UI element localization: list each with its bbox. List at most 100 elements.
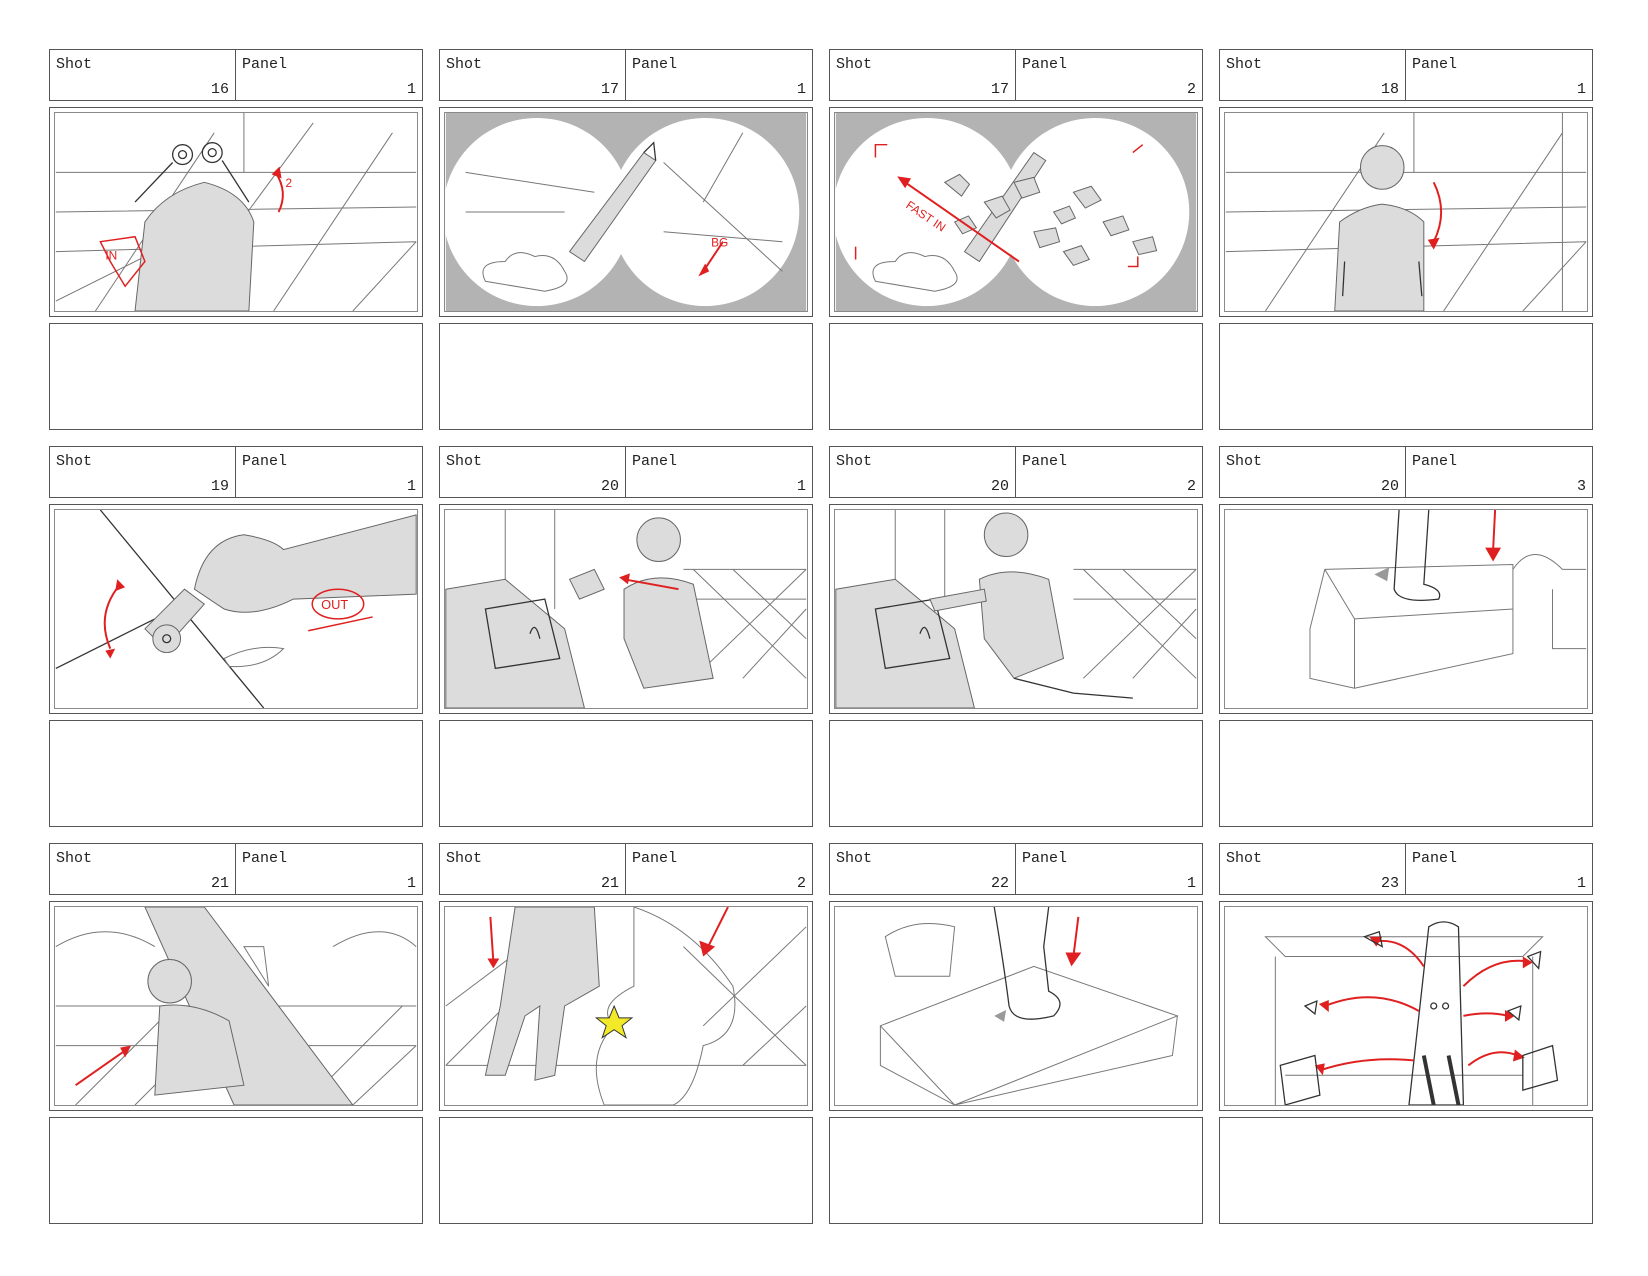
panel-number: 1 <box>796 81 806 98</box>
sketch-binocular-view-birds: FAST IN <box>835 113 1197 311</box>
panel-number: 1 <box>796 478 806 495</box>
notes-box <box>829 1117 1203 1224</box>
shot-label: Shot <box>56 453 93 470</box>
sketch-frame <box>49 901 423 1111</box>
sketch-frame <box>1219 107 1593 317</box>
panel-label: Panel <box>632 56 678 73</box>
shot-label: Shot <box>1226 56 1263 73</box>
panel-label: Panel <box>1022 453 1068 470</box>
sketch-legs-impact <box>445 907 807 1105</box>
sketch-wrench-closeup: OUT <box>55 510 417 708</box>
panel-header: Shot 20 Panel 1 <box>439 446 813 498</box>
panel-header: Shot 22 Panel 1 <box>829 843 1203 895</box>
shot-number: 20 <box>600 478 619 495</box>
notes-box <box>439 323 813 430</box>
panel-header: Shot 21 Panel 2 <box>439 843 813 895</box>
panel-number: 1 <box>406 81 416 98</box>
panel-header: Shot 18 Panel 1 <box>1219 49 1593 101</box>
shot-number: 20 <box>1380 478 1399 495</box>
sketch-frame: OUT <box>49 504 423 714</box>
sketch-frame: BG <box>439 107 813 317</box>
panel-header: Shot 23 Panel 1 <box>1219 843 1593 895</box>
shot-label: Shot <box>446 56 483 73</box>
notes-box <box>829 720 1203 827</box>
panel-header: Shot 21 Panel 1 <box>49 843 423 895</box>
panel-number: 1 <box>1576 875 1586 892</box>
panel-number: 2 <box>1186 81 1196 98</box>
panel-label: Panel <box>242 453 288 470</box>
shot-number: 22 <box>990 875 1009 892</box>
notes-box <box>829 323 1203 430</box>
panel-header: Shot 17 Panel 2 <box>829 49 1203 101</box>
sketch-character-with-console <box>445 510 807 708</box>
sketch-binocular-view-rocket: BG <box>445 113 807 311</box>
shot-label: Shot <box>446 850 483 867</box>
annotation-2: 2 <box>286 176 293 190</box>
shot-number: 23 <box>1380 875 1399 892</box>
sketch-character-reaching <box>835 510 1197 708</box>
panel-label: Panel <box>1022 56 1068 73</box>
notes-box <box>49 1117 423 1224</box>
shot-label: Shot <box>836 56 873 73</box>
sketch-frame <box>829 901 1203 1111</box>
panel-header: Shot 20 Panel 2 <box>829 446 1203 498</box>
panel-header: Shot 17 Panel 1 <box>439 49 813 101</box>
sketch-frame: 2 IN <box>49 107 423 317</box>
notes-box <box>49 720 423 827</box>
panel-label: Panel <box>242 850 288 867</box>
panel-label: Panel <box>1412 56 1458 73</box>
shot-number: 17 <box>600 81 619 98</box>
notes-box <box>439 720 813 827</box>
shot-number: 21 <box>210 875 229 892</box>
notes-box <box>439 1117 813 1224</box>
panel-number: 1 <box>406 478 416 495</box>
sketch-frame <box>829 504 1203 714</box>
sketch-frame <box>439 901 813 1111</box>
shot-number: 17 <box>990 81 1009 98</box>
notes-box <box>1219 323 1593 430</box>
panel-number: 3 <box>1576 478 1586 495</box>
shot-label: Shot <box>446 453 483 470</box>
shot-label: Shot <box>56 56 93 73</box>
sketch-foot-on-box <box>1309 510 1587 689</box>
panel-label: Panel <box>1022 850 1068 867</box>
panel-number: 1 <box>1576 81 1586 98</box>
panel-label: Panel <box>632 850 678 867</box>
shot-label: Shot <box>836 453 873 470</box>
sketch-character-falling <box>55 907 417 1105</box>
panel-label: Panel <box>1412 453 1458 470</box>
shot-label: Shot <box>1226 453 1263 470</box>
panel-number: 1 <box>1186 875 1196 892</box>
notes-box <box>1219 720 1593 827</box>
panel-header: Shot 20 Panel 3 <box>1219 446 1593 498</box>
shot-label: Shot <box>56 850 93 867</box>
sketch-rocket-parts-explode <box>1264 921 1559 1105</box>
panel-number: 2 <box>1186 478 1196 495</box>
sketch-frame <box>439 504 813 714</box>
sketch-character-front <box>1225 113 1587 311</box>
panel-header: Shot 16 Panel 1 <box>49 49 423 101</box>
shot-number: 19 <box>210 478 229 495</box>
panel-label: Panel <box>1412 850 1458 867</box>
panel-label: Panel <box>242 56 288 73</box>
annotation-out: OUT <box>321 597 348 612</box>
annotation-bg: BG <box>711 236 728 250</box>
sketch-frame <box>1219 901 1593 1111</box>
sketch-binoculars: 2 IN <box>55 113 417 311</box>
shot-label: Shot <box>1226 850 1263 867</box>
notes-box <box>49 323 423 430</box>
shot-number: 18 <box>1380 81 1399 98</box>
notes-box <box>1219 1117 1593 1224</box>
sketch-frame: FAST IN <box>829 107 1203 317</box>
shot-label: Shot <box>836 850 873 867</box>
shot-number: 20 <box>990 478 1009 495</box>
panel-number: 2 <box>796 875 806 892</box>
panel-header: Shot 19 Panel 1 <box>49 446 423 498</box>
shot-number: 21 <box>600 875 619 892</box>
panel-number: 1 <box>406 875 416 892</box>
shot-number: 16 <box>210 81 229 98</box>
sketch-foot-stomp <box>879 907 1179 1105</box>
sketch-frame <box>1219 504 1593 714</box>
annotation-in: IN <box>105 249 117 263</box>
panel-label: Panel <box>632 453 678 470</box>
